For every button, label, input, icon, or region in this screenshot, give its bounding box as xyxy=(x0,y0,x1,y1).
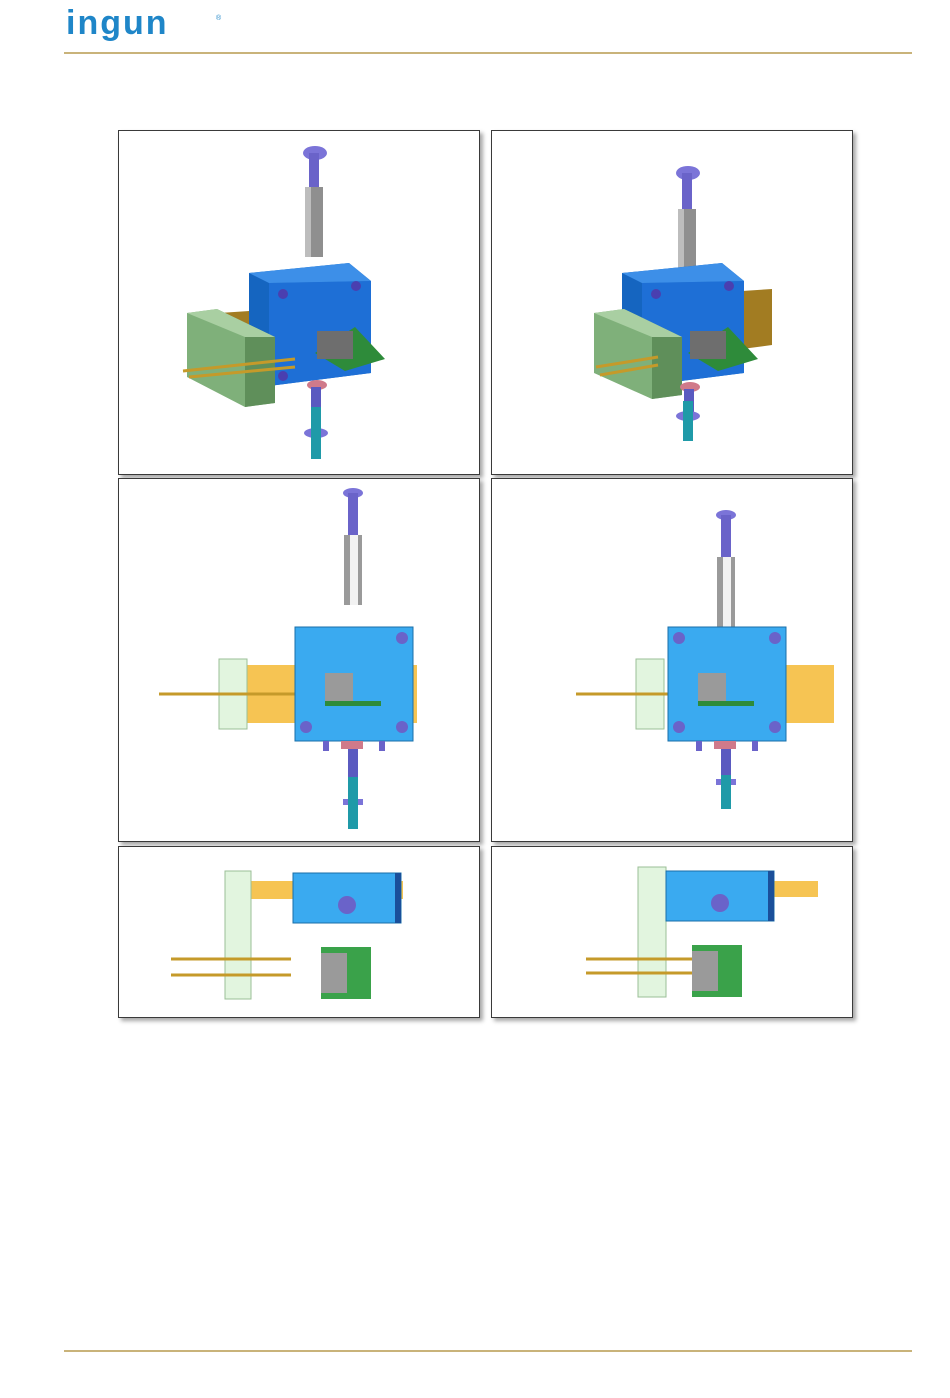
logo-wordmark: ingun xyxy=(66,6,169,42)
figure-front-view-left xyxy=(118,478,480,842)
registered-mark: ® xyxy=(216,14,222,22)
front-assembly-drawing xyxy=(492,479,852,841)
figure-iso-view-right xyxy=(491,130,853,475)
footer-rule xyxy=(64,1350,912,1352)
iso-assembly-drawing xyxy=(492,131,852,474)
figure-iso-view-left xyxy=(118,130,480,475)
figure-front-view-right xyxy=(491,478,853,842)
ingun-logo: ingun ® xyxy=(66,6,226,46)
figure-top-view-left xyxy=(118,846,480,1018)
iso-assembly-drawing xyxy=(119,131,479,474)
figure-top-view-right xyxy=(491,846,853,1018)
front-assembly-drawing xyxy=(119,479,479,841)
top-assembly-drawing xyxy=(492,847,852,1017)
top-assembly-drawing xyxy=(119,847,479,1017)
header-rule xyxy=(64,52,912,54)
